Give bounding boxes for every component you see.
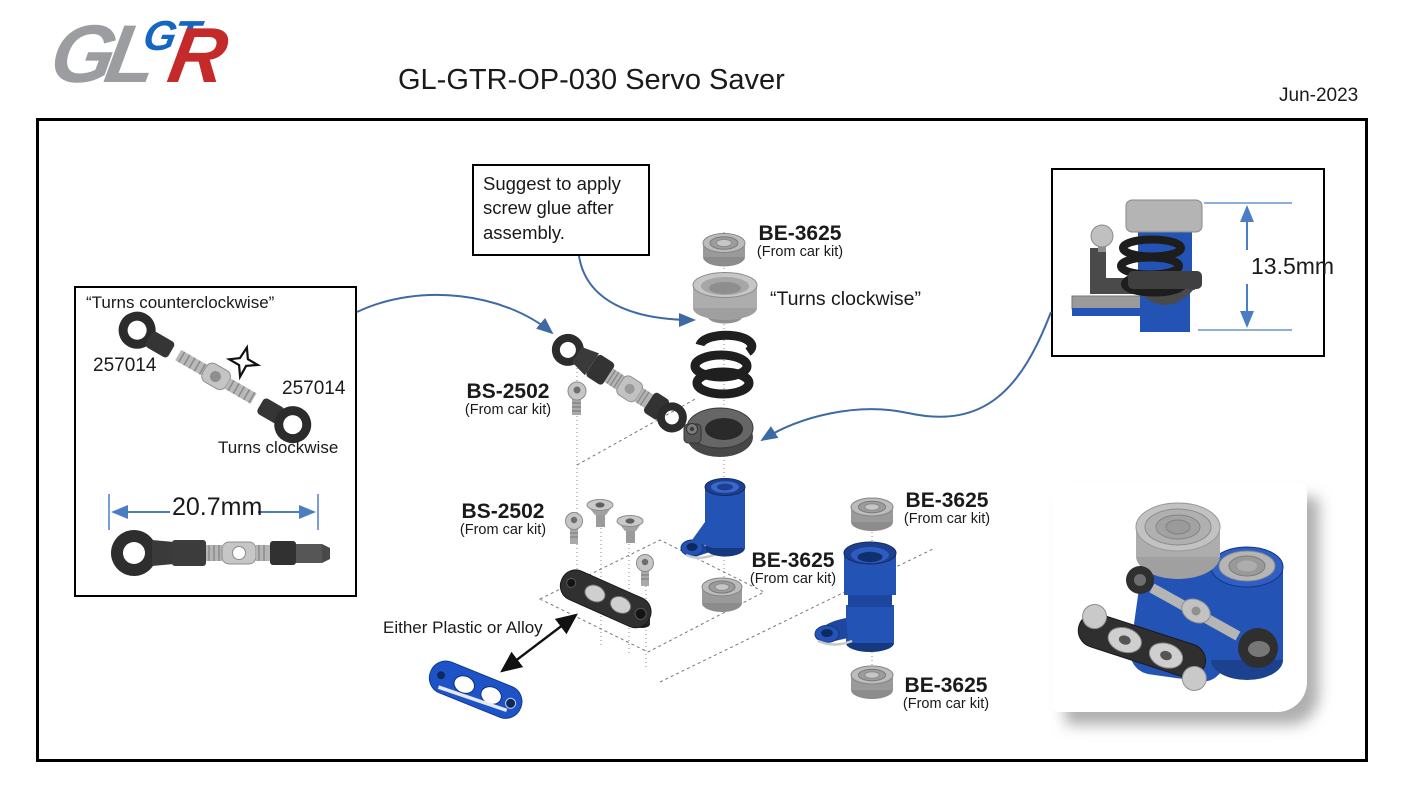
label-be3625-top: BE-3625 (From car kit) <box>748 222 852 261</box>
part-number: BE-3625 <box>905 489 989 512</box>
part-number: BS-2502 <box>466 380 550 403</box>
part-source: (From car kit) <box>459 522 547 539</box>
part-source: (From car kit) <box>902 696 990 713</box>
part-number-right: 257014 <box>282 378 346 399</box>
part-number: BE-3625 <box>758 222 842 245</box>
label-be3625-right-bottom: BE-3625 (From car kit) <box>894 674 998 713</box>
part-source: (From car kit) <box>903 511 991 528</box>
label-bs2502-upper: BS-2502 (From car kit) <box>456 380 560 419</box>
part-number: BE-3625 <box>751 549 835 572</box>
label-be3625-middle: BE-3625 (From car kit) <box>741 549 845 588</box>
revision-date: Jun-2023 <box>1279 85 1359 106</box>
turns-cw-quoted-label: “Turns clockwise” <box>770 288 921 310</box>
turns-cw-label: Turns clockwise <box>218 438 339 457</box>
part-source: (From car kit) <box>464 402 552 419</box>
turns-ccw-label: “Turns counterclockwise” <box>86 293 275 312</box>
logo-gl: GL <box>44 9 156 100</box>
height-dimension-value: 13.5mm <box>1251 253 1335 279</box>
length-dimension-value: 20.7mm <box>172 493 263 521</box>
brand-logo: GLGTR <box>44 8 257 102</box>
glue-callout-box: Suggest to apply screw glue after assemb… <box>472 164 650 256</box>
label-bs2502-lower: BS-2502 (From car kit) <box>451 500 555 539</box>
part-source: (From car kit) <box>756 244 844 261</box>
part-number: BE-3625 <box>904 674 988 697</box>
label-be3625-right-top: BE-3625 (From car kit) <box>895 489 999 528</box>
part-number: BS-2502 <box>461 500 545 523</box>
plastic-alloy-label: Either Plastic or Alloy <box>383 618 543 637</box>
part-number-left: 257014 <box>93 355 157 376</box>
page-title: GL-GTR-OP-030 Servo Saver <box>398 64 785 96</box>
assembled-render-card <box>1053 484 1307 712</box>
part-source: (From car kit) <box>749 571 837 588</box>
glue-callout-text: Suggest to apply screw glue after assemb… <box>483 173 621 243</box>
